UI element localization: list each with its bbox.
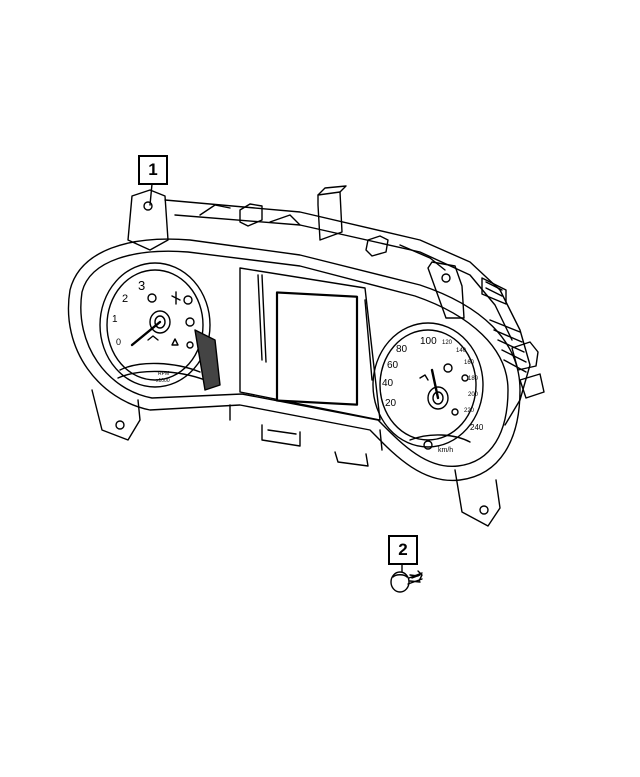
tachometer-dial — [99, 262, 211, 388]
speed-tick-160: 160 — [464, 360, 475, 366]
speed-tick-40: 40 — [382, 378, 394, 389]
speedometer-needle — [430, 368, 440, 400]
speed-unit-label: km/h — [438, 447, 453, 454]
speed-tick-180: 180 — [468, 376, 479, 382]
speed-tick-140: 140 — [456, 348, 467, 354]
tach-tick-3: 3 — [138, 278, 145, 293]
right-bottom-mount-bracket — [454, 469, 501, 527]
tachometer-needle — [130, 320, 162, 347]
speed-tick-100: 100 — [420, 336, 437, 347]
speed-tick-200: 200 — [468, 392, 479, 398]
right-warning-lamp-icons — [419, 363, 469, 450]
speedometer-dial — [372, 322, 484, 448]
callout-1: 1 — [138, 155, 168, 185]
right-top-mount-bracket — [427, 261, 465, 319]
speed-tick-60: 60 — [387, 360, 399, 371]
tach-tick-2: 2 — [122, 293, 128, 305]
speed-tick-240: 240 — [470, 423, 484, 432]
callout-1-leader — [149, 183, 153, 206]
left-top-mount-bracket — [127, 189, 169, 251]
left-warning-lamp-icons — [147, 291, 195, 349]
speed-tick-80: 80 — [396, 344, 408, 355]
tach-label-x1000: x1000 — [156, 378, 170, 384]
left-lower-gauge-panel — [194, 329, 221, 391]
cluster-rear-housing — [164, 185, 545, 426]
screw-fastener — [390, 562, 423, 593]
cluster-bezel — [67, 238, 521, 482]
tach-tick-1: 1 — [112, 314, 118, 325]
center-display-screen — [275, 291, 359, 406]
speed-tick-120: 120 — [442, 340, 453, 346]
tach-label-rpm: RPM — [158, 371, 169, 377]
tach-tick-0: 0 — [116, 337, 121, 347]
callout-2: 2 — [388, 535, 418, 565]
cluster-bottom-tabs — [229, 404, 383, 467]
speed-tick-220: 220 — [464, 408, 475, 414]
center-display-housing — [239, 267, 381, 421]
left-bottom-mount-bracket — [91, 389, 141, 441]
speed-tick-20: 20 — [385, 398, 397, 409]
